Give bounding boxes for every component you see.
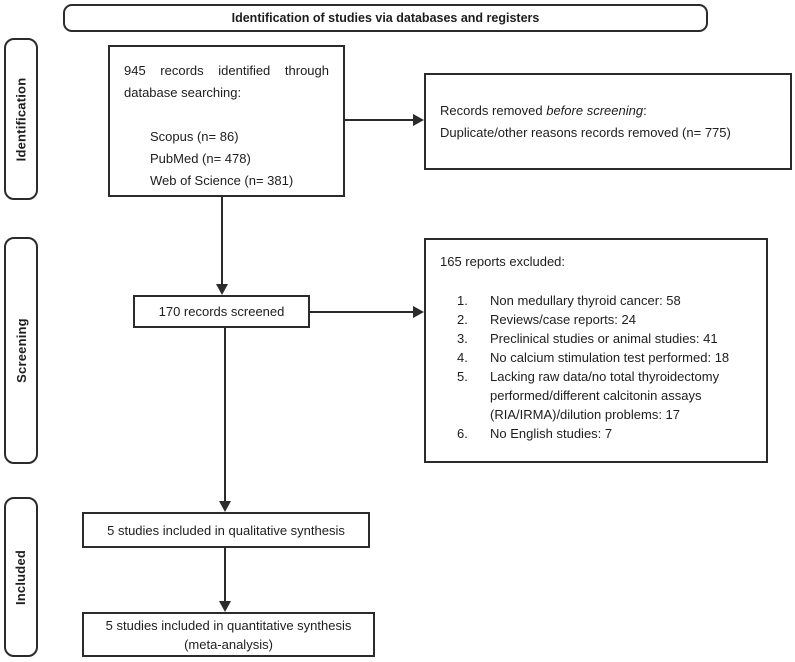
diagram-title: Identification of studies via databases … bbox=[231, 11, 540, 25]
source-scopus: Scopus (n= 86) bbox=[150, 129, 239, 144]
phase-label-identification-text: Identification bbox=[13, 77, 29, 161]
phase-label-identification: Identification bbox=[4, 38, 38, 200]
records-removed-emphasis: before screening bbox=[546, 102, 644, 118]
diagram-title-banner: Identification of studies via databases … bbox=[63, 4, 708, 32]
arrow-line bbox=[310, 311, 414, 313]
arrow-line bbox=[221, 197, 223, 285]
records-removed-title: Records removed before screening: bbox=[440, 100, 776, 122]
reports-excluded-title: 165 reports excluded: bbox=[440, 254, 566, 269]
records-removed-detail: Duplicate/other reasons records removed … bbox=[440, 124, 731, 140]
excluded-reason-text: No calcium stimulation test performed: 1… bbox=[490, 350, 730, 365]
excluded-reason-item: 3. Preclinical studies or animal studies… bbox=[440, 329, 752, 348]
excluded-reason-number: 3. bbox=[457, 331, 468, 346]
arrow-line bbox=[224, 328, 226, 502]
quantitative-synthesis-box: 5 studies included in quantitative synth… bbox=[82, 612, 375, 657]
records-identified-box: 945 records identified through database … bbox=[108, 45, 345, 197]
arrow-line bbox=[345, 119, 414, 121]
arrow-line bbox=[224, 548, 226, 602]
arrowhead-down-icon bbox=[219, 501, 231, 512]
excluded-reason-text: Lacking raw data/no total thyroidectomy … bbox=[490, 369, 720, 422]
excluded-reason-number: 4. bbox=[457, 350, 468, 365]
records-screened-label: 170 records screened bbox=[158, 304, 285, 319]
excluded-reason-number: 1. bbox=[457, 293, 468, 308]
phase-label-included-text: Included bbox=[13, 549, 29, 605]
excluded-reason-item: 5. Lacking raw data/no total thyroidecto… bbox=[440, 367, 752, 424]
phase-label-screening: Screening bbox=[4, 237, 38, 464]
excluded-reason-item: 1. Non medullary thyroid cancer: 58 bbox=[440, 291, 752, 310]
phase-label-included: Included bbox=[4, 497, 38, 657]
excluded-reason-item: 2. Reviews/case reports: 24 bbox=[440, 310, 752, 329]
qualitative-synthesis-label: 5 studies included in qualitative synthe… bbox=[107, 522, 345, 538]
arrowhead-right-icon bbox=[413, 306, 424, 318]
quantitative-synthesis-line2: (meta-analysis) bbox=[184, 636, 273, 652]
arrowhead-down-icon bbox=[216, 284, 228, 295]
excluded-reason-text: Non medullary thyroid cancer: 58 bbox=[490, 293, 681, 308]
records-screened-box: 170 records screened bbox=[133, 295, 310, 328]
arrowhead-down-icon bbox=[219, 601, 231, 612]
excluded-reason-text: Reviews/case reports: 24 bbox=[490, 312, 636, 327]
quantitative-synthesis-line1: 5 studies included in quantitative synth… bbox=[105, 617, 352, 633]
qualitative-synthesis-box: 5 studies included in qualitative synthe… bbox=[82, 512, 370, 548]
database-sources-list: Scopus (n= 86) PubMed (n= 478) Web of Sc… bbox=[124, 126, 329, 192]
source-web-of-science: Web of Science (n= 381) bbox=[150, 173, 294, 188]
excluded-reason-text: Preclinical studies or animal studies: 4… bbox=[490, 331, 718, 346]
records-removed-prefix: Records removed bbox=[440, 102, 547, 118]
reports-excluded-box: 165 reports excluded: 1. Non medullary t… bbox=[424, 238, 768, 463]
records-identified-summary: 945 records identified through database … bbox=[124, 63, 329, 100]
records-removed-suffix: : bbox=[643, 102, 647, 118]
phase-label-screening-text: Screening bbox=[13, 318, 29, 383]
excluded-reason-number: 6. bbox=[457, 426, 468, 441]
arrowhead-right-icon bbox=[413, 114, 424, 126]
excluded-reason-item: 6. No English studies: 7 bbox=[440, 424, 752, 443]
excluded-reason-text: No English studies: 7 bbox=[490, 426, 613, 441]
excluded-reason-number: 5. bbox=[457, 369, 468, 384]
source-pubmed: PubMed (n= 478) bbox=[150, 151, 251, 166]
excluded-reason-number: 2. bbox=[457, 312, 468, 327]
records-removed-box: Records removed before screening: Duplic… bbox=[424, 73, 792, 170]
excluded-reason-item: 4. No calcium stimulation test performed… bbox=[440, 348, 752, 367]
